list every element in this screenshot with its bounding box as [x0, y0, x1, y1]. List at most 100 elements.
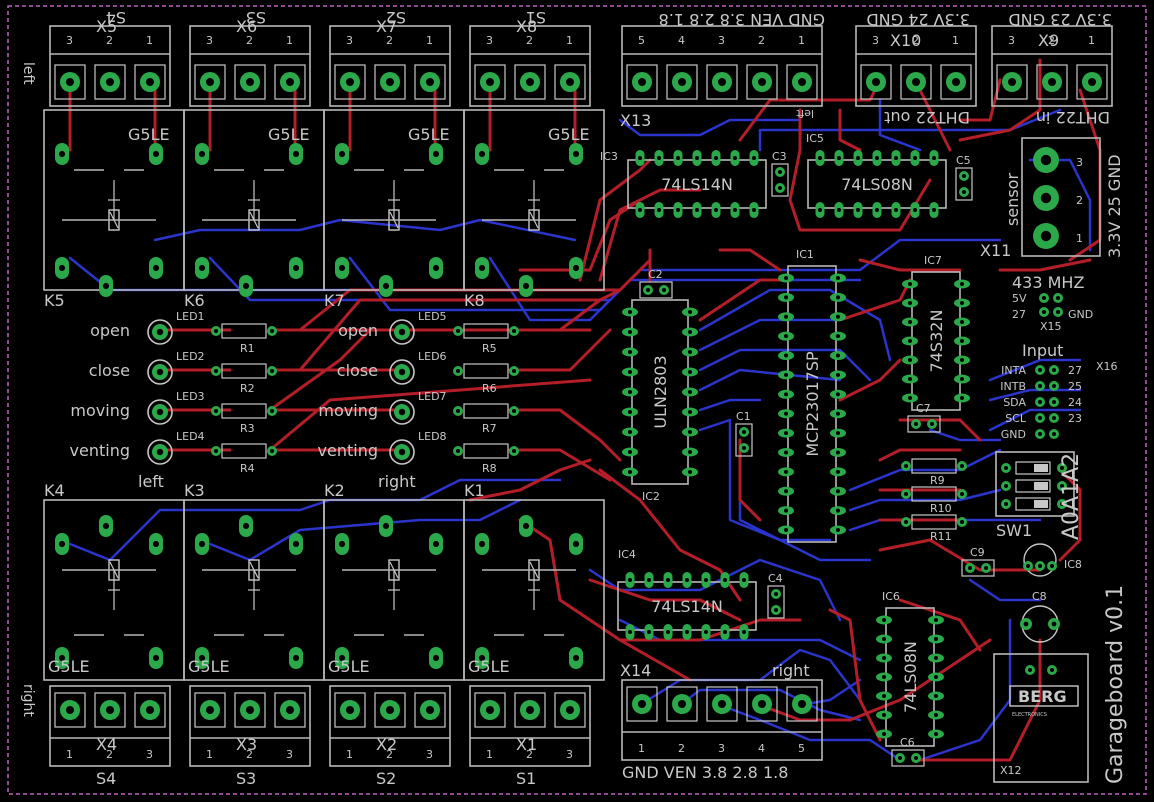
ic-ic7-pin-l-0-drill: [908, 282, 912, 286]
ic-ic3-pin-b-4-drill: [714, 208, 718, 212]
res-r10-body: [911, 486, 957, 502]
led1-label: open: [90, 321, 130, 340]
terminal-x13-screw-5: [786, 64, 818, 100]
relay-k4-pad-coil-b-drill: [152, 540, 160, 548]
x12-body: [993, 653, 1089, 783]
ic-ic1-pin-r-3-drill: [836, 334, 840, 339]
rf-ref: X15: [1040, 320, 1062, 333]
terminal-x4-pin-1: 1: [66, 748, 73, 761]
ic-ic7-ref: IC7: [924, 254, 942, 267]
relay-k7-part: G5LE: [408, 125, 450, 144]
ic-ic1-pin-r-4-drill: [836, 353, 840, 358]
dip-switch: SW1 A0A1A2: [995, 451, 1084, 540]
terminal-x14-pin-2: 2: [678, 742, 685, 755]
x11-connector: sensor 3.3V 25 GND X11: [980, 137, 1124, 260]
led5-res-pad-a-drill: [456, 329, 460, 333]
led5-label: open: [338, 321, 378, 340]
relay-k5-pad-com-drill: [102, 282, 110, 290]
terminal-x2-pad-3-drill: [426, 706, 434, 714]
ic-ic5-ref: IC5: [806, 132, 824, 145]
res-r10-pad-a-drill: [904, 492, 908, 496]
terminal-x13-pad-1-drill: [638, 78, 646, 86]
terminal-x3-signal: S3: [236, 769, 256, 788]
terminal-x1-pin-2: 2: [526, 748, 533, 761]
input-pad-l-3-drill: [1038, 416, 1042, 420]
board-edge: [7, 5, 1147, 795]
ic-ic4-pin-t-5-drill: [723, 578, 727, 582]
ic-ic4-ref: IC4: [618, 548, 636, 561]
led8-resistor-body: [463, 443, 509, 459]
led7-resistor-body: [463, 403, 509, 419]
x12-pad-b-drill: [1050, 668, 1054, 672]
led7-res-pad-b-drill: [512, 409, 516, 413]
ic-ic5-pin-t-1-drill: [837, 156, 841, 160]
input-right-0: 27: [1068, 364, 1082, 377]
cap-c9-pad-a-drill: [968, 566, 972, 570]
input-pad-l-2-drill: [1038, 400, 1042, 404]
relay-k7-pad-coil-a-drill: [338, 264, 346, 272]
cap-c7-pad-b-drill: [930, 422, 934, 426]
ic-ic6-pin-r-4-drill: [934, 694, 938, 698]
ic-ic5-pin-b-3-drill: [875, 208, 879, 212]
ic-ic8-pad-3-drill: [1050, 564, 1054, 568]
ic-ic3-pin-t-3-drill: [695, 156, 699, 160]
terminal-x6-pad-2-drill: [246, 78, 254, 86]
relay-k4-pad-nc-drill: [152, 654, 160, 662]
terminal-x13-screw-1: [626, 64, 658, 100]
led3-res-pad-a-drill: [214, 409, 218, 413]
terminal-x11-pin-3: 3: [1076, 156, 1083, 169]
relay-k2-pad-no-drill: [338, 654, 346, 662]
ic-ic3-pin-t-5-drill: [733, 156, 737, 160]
terminal-x2-pad-1-drill: [346, 706, 354, 714]
ic-ic4-pin-b-0-drill: [628, 630, 632, 634]
ic-ic1-pin-l-9-drill: [784, 450, 788, 455]
ic-ic5-pin-t-2-drill: [856, 156, 860, 160]
rf-pad-0-drill: [1042, 296, 1046, 300]
relay-k6-ref: K6: [184, 291, 205, 310]
led6-resistor-ref: R6: [482, 382, 497, 395]
res-r11-body: [911, 514, 957, 530]
relay-k5-pad-no-drill: [58, 150, 66, 158]
ic-ic4-pin-b-5-drill: [723, 630, 727, 634]
ic-ic7-part: 74S32N: [927, 310, 946, 373]
input-right-2: 24: [1068, 396, 1082, 409]
ic-ic2-pin-r-3-drill: [688, 370, 692, 374]
input-pad-r-4-drill: [1052, 432, 1056, 436]
terminal-x4-pad-2-drill: [106, 706, 114, 714]
ic-ic1-pin-l-2-drill: [784, 314, 788, 319]
relay-k6-pad-com-drill: [242, 282, 250, 290]
terminal-x2-pin-1: 1: [346, 748, 353, 761]
ic-ic2-pin-r-4-drill: [688, 390, 692, 394]
ic-ic7-pin-r-3-drill: [960, 339, 964, 343]
terminal-x1-ref: X1: [516, 735, 537, 754]
cap-c3-pad-b-drill: [778, 186, 782, 190]
relay-k8-ref: K8: [464, 291, 485, 310]
ic-ic6-pin-r-3-drill: [934, 675, 938, 679]
ic-ic7-pin-r-2-drill: [960, 320, 964, 324]
led7-pad-drill: [398, 408, 406, 416]
terminal-x6-pad-1-drill: [206, 78, 214, 86]
x10-mirrored-labels: 3.3V 24 GND: [866, 10, 970, 29]
led8-res-pad-b-drill: [512, 449, 516, 453]
led2-resistor-ref: R2: [240, 382, 255, 395]
cap-c3-ref: C3: [772, 150, 787, 163]
ic-ic3-pin-t-0-drill: [638, 156, 642, 160]
ic-ic1-pin-r-2-drill: [836, 314, 840, 319]
ic-ic1-pin-r-7-drill: [836, 411, 840, 416]
terminal-x1-pin-1: 1: [486, 748, 493, 761]
relay-k8-pad-no-drill: [478, 150, 486, 158]
terminal-x4-ref: X4: [96, 735, 117, 754]
ic-ic7-pin-l-3-drill: [908, 339, 912, 343]
ic-ic2-pin-l-8-drill: [628, 470, 632, 474]
terminal-x8-screw-2: [514, 64, 546, 100]
res-r11-pad-a-drill: [904, 520, 908, 524]
relay-k1-pad-com-drill: [522, 522, 530, 530]
cap-c1-body: [735, 423, 753, 457]
terminal-x6-screw-3: [274, 64, 306, 100]
terminal-x2-pad-2-drill: [386, 706, 394, 714]
sw1-pad-l-2-drill: [1004, 502, 1008, 506]
ic-ic1-pin-l-11-drill: [784, 489, 788, 494]
input-pad-r-0-drill: [1052, 368, 1056, 372]
ic-ic2-pin-l-3-drill: [628, 370, 632, 374]
